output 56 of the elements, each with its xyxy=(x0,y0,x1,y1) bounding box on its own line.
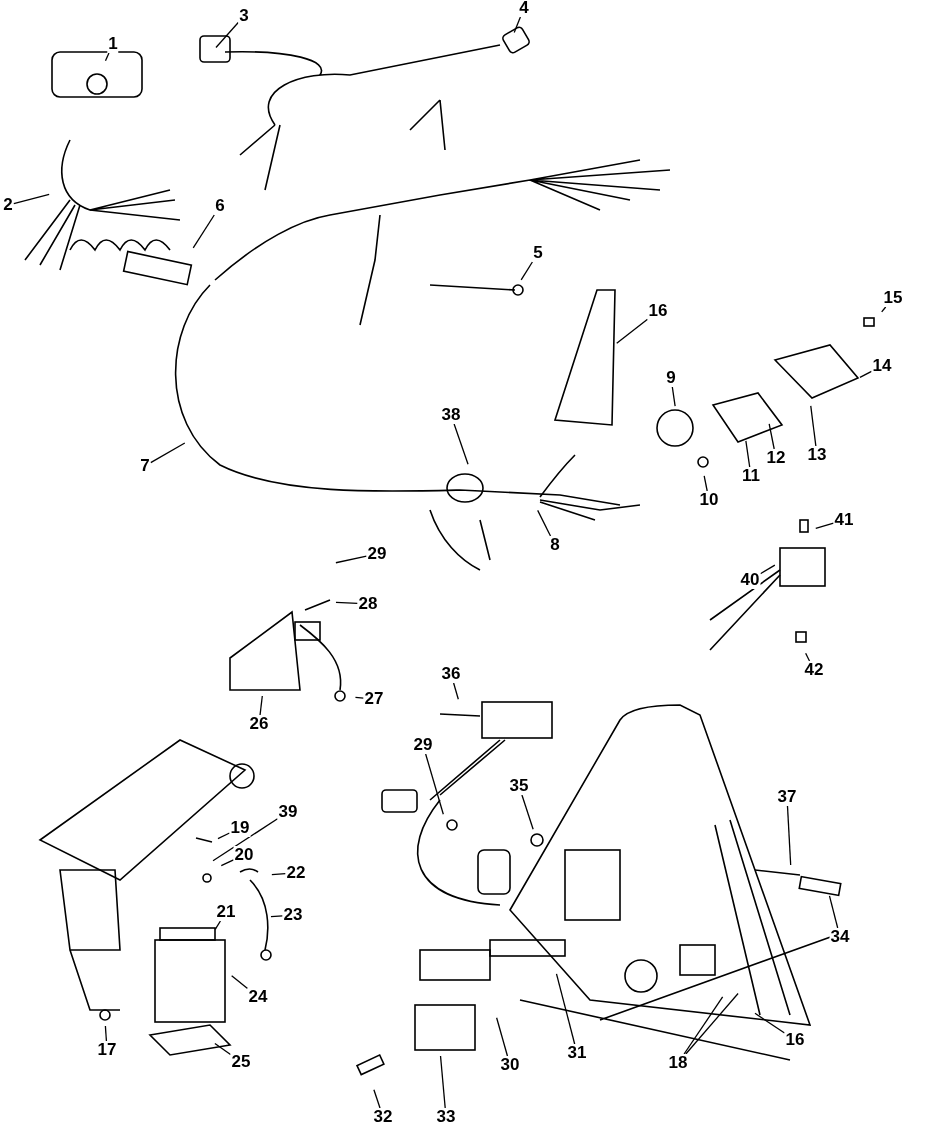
leader-line xyxy=(270,915,284,918)
leader-line xyxy=(745,440,751,468)
leader-line xyxy=(537,509,552,537)
leader-line xyxy=(104,52,110,62)
callout-number: 19 xyxy=(229,819,251,837)
leader-line xyxy=(521,794,534,830)
leader-line xyxy=(220,859,235,867)
leader-line xyxy=(815,522,835,529)
leader-line xyxy=(685,992,739,1055)
callout-number: 15 xyxy=(882,289,904,307)
leader-line xyxy=(354,696,365,699)
leader-line xyxy=(215,21,239,49)
callout-number: 36 xyxy=(440,665,462,683)
leader-line xyxy=(214,1042,232,1056)
leader-line xyxy=(520,261,534,281)
leader-line xyxy=(217,832,231,840)
leader-line xyxy=(271,873,287,876)
leader-line xyxy=(768,423,775,450)
leader-line xyxy=(671,386,676,407)
leader-line xyxy=(373,1089,381,1109)
callout-number: 40 xyxy=(739,571,761,589)
leader-line xyxy=(439,1055,446,1109)
callout-number: 3 xyxy=(238,7,250,25)
callout-number: 5 xyxy=(532,244,544,262)
leader-line xyxy=(453,423,469,465)
leader-line xyxy=(335,555,368,564)
leader-line xyxy=(214,920,222,931)
callout-number: 21 xyxy=(215,903,237,921)
callout-number: 29 xyxy=(412,736,434,754)
leader-line xyxy=(212,818,279,862)
leader-line xyxy=(496,1017,509,1057)
leader-line xyxy=(425,753,444,815)
leader-line xyxy=(616,318,649,344)
leader-line xyxy=(335,601,359,605)
leader-line xyxy=(683,996,724,1055)
leader-line xyxy=(754,1012,786,1034)
callout-number: 1 xyxy=(107,35,119,53)
leader-line xyxy=(703,475,708,492)
leader-line xyxy=(759,564,776,575)
callout-number: 35 xyxy=(508,777,530,795)
leader-line xyxy=(555,973,576,1045)
leader-line xyxy=(859,370,873,379)
leader-line xyxy=(192,214,215,249)
leader-line xyxy=(786,805,792,866)
leader-line xyxy=(13,193,50,205)
leader-line xyxy=(150,442,186,464)
leader-line xyxy=(259,695,263,716)
leader-line xyxy=(828,895,839,929)
leader-line xyxy=(452,682,459,700)
leader-line xyxy=(810,405,817,447)
leader-line xyxy=(231,975,249,990)
callout-number: 38 xyxy=(440,406,462,424)
callout-number: 4 xyxy=(518,0,530,17)
leader-line xyxy=(104,1025,108,1042)
leader-line xyxy=(513,16,522,34)
leader-line xyxy=(881,306,887,313)
